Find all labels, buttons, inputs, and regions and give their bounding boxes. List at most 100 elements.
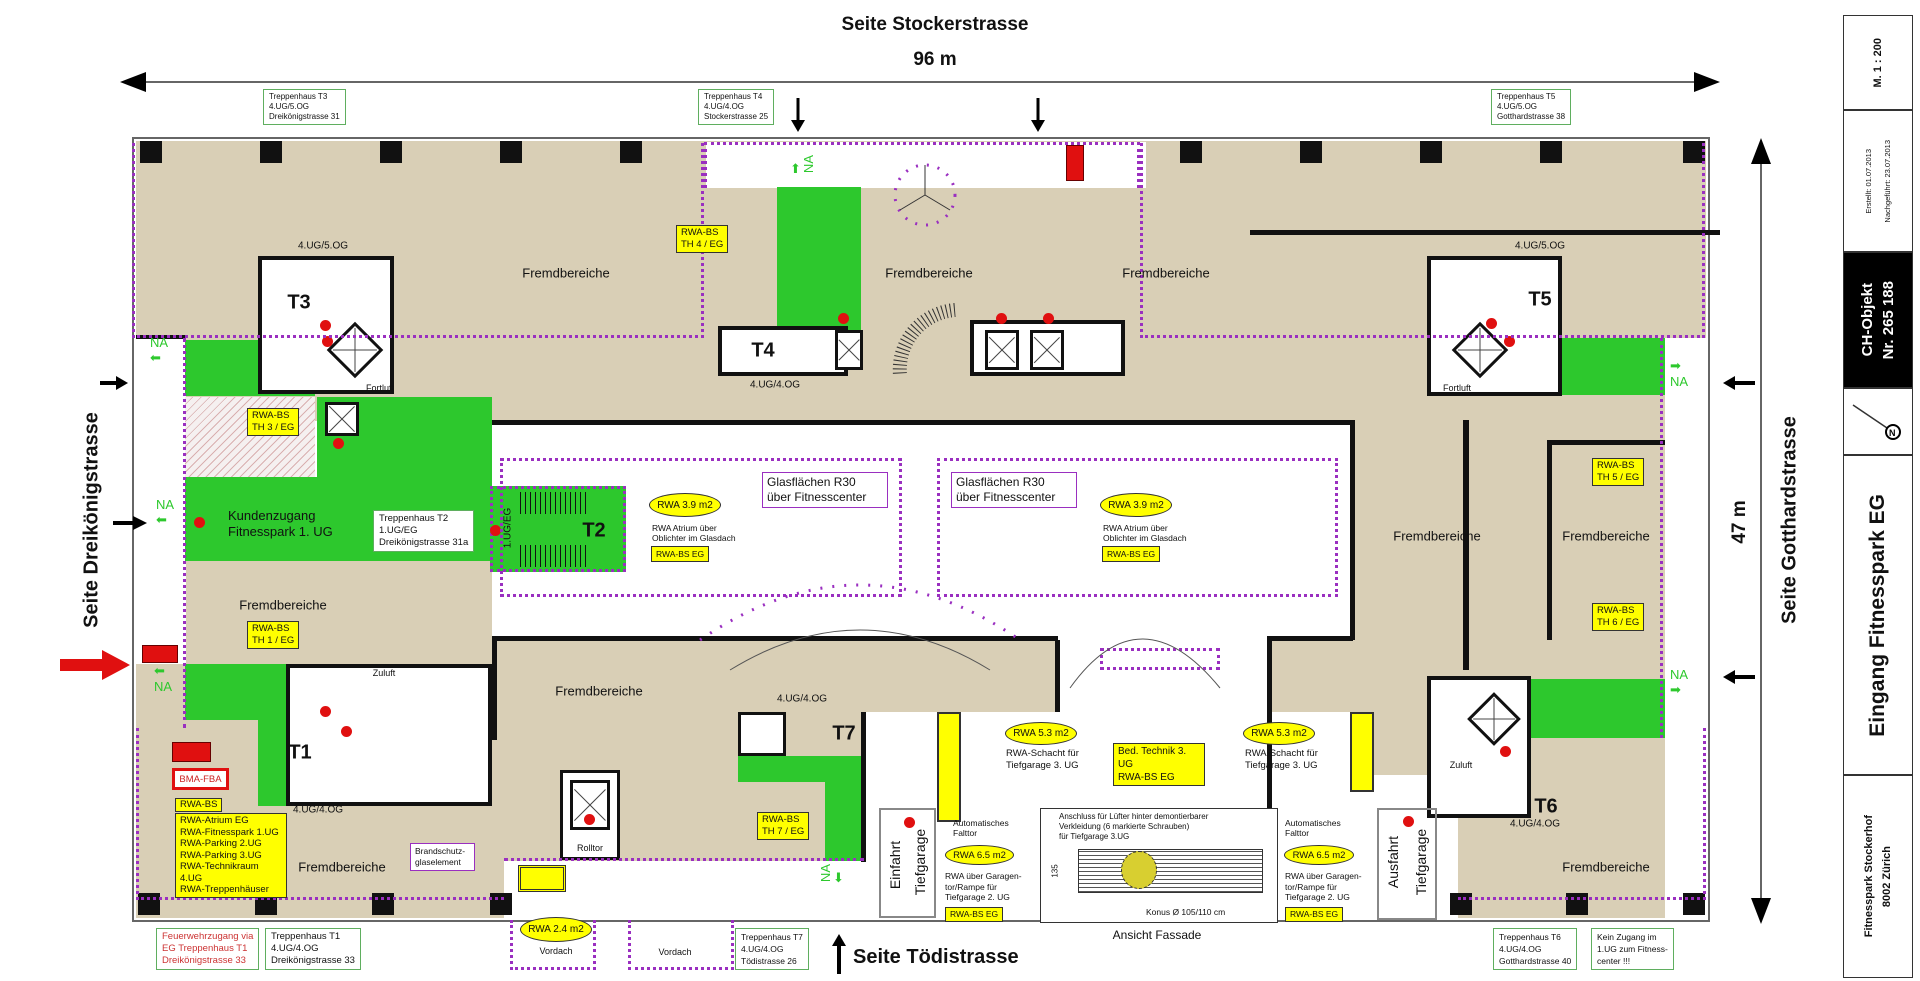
fire-point-marker bbox=[996, 313, 1007, 324]
stair-box-line: 4.UG/4.OG bbox=[271, 943, 319, 954]
exit-arrow-left-icon: ⬅ bbox=[150, 350, 161, 365]
room-label-foreign: Fremdbereiche bbox=[1393, 528, 1481, 544]
stair-core-t4 bbox=[718, 326, 848, 376]
stair-box-line: Treppenhaus T7 bbox=[741, 932, 803, 942]
wall bbox=[1350, 420, 1355, 640]
entry-arrow-icon bbox=[791, 98, 805, 132]
label-line: Brandschutz- bbox=[415, 846, 466, 856]
spiral-stair-icon bbox=[892, 303, 956, 376]
entry-arrow-icon bbox=[1723, 670, 1755, 684]
fire-point-marker bbox=[584, 814, 595, 825]
object-number: Nr. 265 188 bbox=[1880, 280, 1897, 360]
facade-grille bbox=[1078, 849, 1263, 893]
label-line: über Fitnesscenter bbox=[956, 490, 1056, 504]
wall bbox=[492, 636, 1058, 641]
cone-diameter-label: Konus Ø 105/110 cm bbox=[1146, 907, 1226, 917]
elevator-icon bbox=[570, 780, 610, 830]
label-line: TH 3 / EG bbox=[252, 422, 295, 433]
stair-box-line: Treppenhaus T2 bbox=[379, 513, 449, 524]
label-line: Falttor bbox=[1285, 828, 1310, 838]
room-label-foreign: Fremdbereiche bbox=[885, 265, 973, 281]
wall bbox=[1267, 636, 1353, 641]
atrium-arc bbox=[699, 583, 1221, 689]
wall bbox=[492, 420, 1353, 425]
label-line: Glasflächen R30 bbox=[956, 475, 1045, 489]
list-item: RWA-Parking 2.UG bbox=[180, 838, 262, 849]
stair-box-line: 4.UG/5.OG bbox=[269, 102, 310, 111]
label-line: Automatisches bbox=[1285, 818, 1341, 828]
wall bbox=[861, 712, 866, 862]
entry-arrow-icon bbox=[113, 516, 147, 530]
na-text: NA bbox=[150, 335, 169, 350]
canopy-label: Vordach bbox=[658, 947, 692, 957]
label-line: RWA Atrium über bbox=[1103, 523, 1168, 533]
rwa-opening-marker bbox=[518, 865, 566, 892]
label-line: RWA-BS bbox=[252, 623, 290, 634]
fire-point-marker bbox=[333, 438, 344, 449]
label-line: Dreikönigstrasse 33 bbox=[162, 955, 246, 966]
created-date: Erstellt: 01.07.2013 bbox=[1864, 148, 1873, 214]
rwa-control-eg: RWA-BS EG bbox=[945, 907, 1004, 922]
floor-range-label: 1.UG/EG bbox=[502, 507, 514, 549]
pillar bbox=[1180, 141, 1202, 163]
rwa-control-eg: RWA-BS EG bbox=[1285, 907, 1344, 922]
garage-exit-lane-box bbox=[1377, 808, 1437, 920]
floor-range-label: 4.UG/5.OG bbox=[297, 240, 349, 252]
wall bbox=[1463, 420, 1469, 670]
room-label-foreign: Fremdbereiche bbox=[1562, 528, 1650, 544]
fire-panel-icon bbox=[1066, 145, 1084, 181]
na-text: NA bbox=[800, 155, 816, 174]
fire-compartment-boundary bbox=[1458, 728, 1706, 900]
fire-compartment-boundary bbox=[132, 143, 704, 338]
list-item: RWA-Technikraum 4.UG bbox=[180, 861, 259, 884]
exit-arrow-right-icon: ➡ bbox=[1670, 682, 1681, 697]
emergency-exit-label: NA⬅ bbox=[150, 335, 168, 366]
stair-box-line: Treppenhaus T1 bbox=[271, 931, 341, 942]
title-block-compass: N bbox=[1843, 388, 1913, 455]
street-bottom-label: Seite Tödistrasse bbox=[853, 946, 1019, 968]
na-text: NA bbox=[818, 864, 833, 883]
title-block-title: Eingang Fitnesspark EG bbox=[1843, 455, 1913, 775]
fire-compartment-boundary bbox=[704, 142, 1140, 188]
ramp-marking bbox=[1350, 712, 1374, 792]
stair-box-line: 4.UG/4.OG bbox=[741, 944, 784, 954]
exit-arrow-left-icon: ⬅ bbox=[156, 512, 167, 527]
stair-label-t5: T5 bbox=[1528, 288, 1552, 311]
list-item: RWA-Treppenhäuser bbox=[180, 884, 269, 895]
label-line: glaselement bbox=[415, 857, 461, 867]
exit-arrow-up-icon: ⬆ bbox=[790, 161, 801, 177]
stair-core-t6 bbox=[1427, 676, 1531, 818]
wall bbox=[1055, 640, 1060, 712]
updated-date: Nachgeführt: 23.07.2013 bbox=[1883, 139, 1892, 223]
fire-compartment-boundary bbox=[183, 338, 186, 728]
fire-point-marker bbox=[322, 336, 333, 347]
label-line: TH 4 / EG bbox=[681, 239, 724, 250]
pillar bbox=[260, 141, 282, 163]
label-line: tor/Rampe für bbox=[1285, 881, 1337, 892]
entry-arrow-icon bbox=[1723, 376, 1755, 390]
fire-compartment-boundary bbox=[1660, 338, 1663, 738]
title-block-scale: M. 1 : 200 bbox=[1843, 15, 1913, 110]
stair-label-t3: T3 bbox=[287, 291, 311, 314]
na-text: NA bbox=[1670, 374, 1689, 389]
floor-range-label: 4.UG/4.OG bbox=[292, 804, 344, 816]
walkway-right bbox=[1665, 338, 1708, 738]
rwa-control-eg: RWA-BS EG bbox=[651, 546, 710, 562]
room-label-foreign: Fremdbereiche bbox=[1562, 859, 1650, 875]
supply-air-label: Zuluft bbox=[1449, 760, 1473, 770]
revolving-door-icon bbox=[893, 163, 957, 227]
street-top-label: Seite Stockerstrasse bbox=[841, 14, 1029, 35]
emergency-exit-label: NA⬅ bbox=[156, 497, 174, 528]
room-label-foreign: Fremdbereiche bbox=[239, 597, 327, 613]
wall bbox=[1250, 230, 1720, 235]
street-right-label: Seite Gotthardstrasse bbox=[1778, 416, 1801, 624]
